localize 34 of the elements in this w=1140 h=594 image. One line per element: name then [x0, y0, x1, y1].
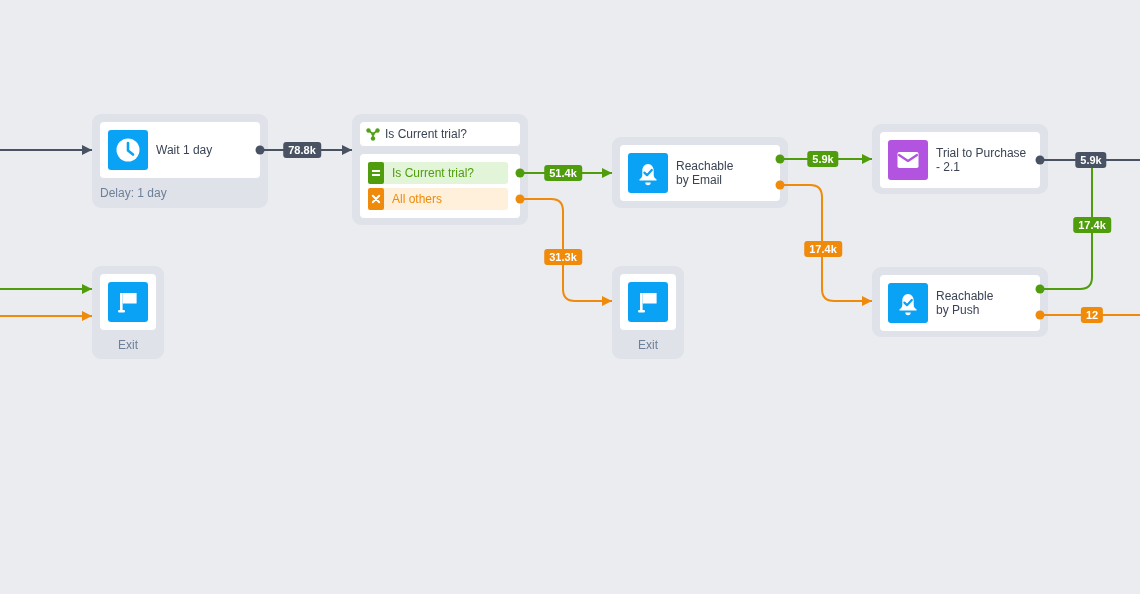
arrow	[515, 194, 613, 306]
edge-label: 17.4k	[1073, 217, 1111, 233]
exit-caption: Exit	[117, 338, 139, 352]
condition-card	[352, 114, 528, 225]
step-title: Reachable by Push	[936, 289, 995, 317]
step-card	[872, 124, 1048, 194]
step-caption: Delay: 1 day	[100, 186, 167, 200]
branch-option	[368, 162, 508, 184]
edge-label: 78.8k	[283, 142, 321, 158]
step-title: Reachable by Email	[676, 159, 735, 187]
edge-label: 5.9k	[1075, 152, 1107, 168]
step-title: Wait 1 day	[156, 143, 213, 157]
step-card	[92, 114, 268, 208]
step-title: Trial to Purchase - 2.1	[936, 146, 1028, 174]
connector-line	[1035, 310, 1140, 320]
connector-line	[1035, 167, 1093, 294]
exit-card	[92, 266, 164, 359]
edge-label: 51.4k	[544, 165, 582, 181]
arrow	[0, 311, 93, 321]
exit-card	[612, 266, 684, 359]
branch-option	[368, 188, 508, 210]
step-card	[872, 267, 1048, 337]
step-card	[612, 137, 788, 208]
edge-label: 5.9k	[807, 151, 839, 167]
option-label: All others	[392, 192, 443, 206]
option-label: Is Current trial?	[392, 166, 475, 180]
edge-label: 17.4k	[804, 241, 842, 257]
edge-label: 31.3k	[544, 249, 582, 265]
condition-title: Is Current trial?	[385, 127, 468, 141]
edge-label: 12	[1080, 307, 1104, 323]
exit-caption: Exit	[637, 338, 659, 352]
arrow	[0, 284, 93, 294]
arrow	[775, 180, 873, 306]
arrow	[0, 145, 93, 155]
